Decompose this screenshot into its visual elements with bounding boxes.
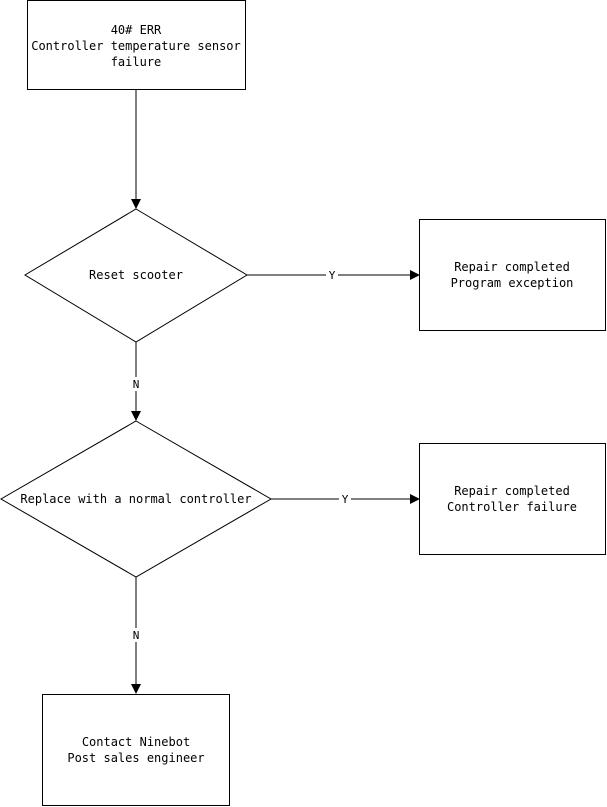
node-result-program-line-2: Program exception: [451, 276, 574, 290]
arrowhead-replace-no: [131, 684, 141, 694]
arrowhead-reset-no: [131, 411, 141, 421]
node-decision-reset-diamond: [24, 208, 248, 343]
node-decision-replace: Replace with a normal controller: [0, 420, 272, 578]
edge-label-bg-reset-no: [129, 377, 143, 391]
node-result-controller-line-1: Repair completed: [454, 484, 570, 498]
node-result-program-box: [419, 219, 606, 331]
node-start-line-1: 40# ERR: [111, 23, 162, 37]
edge-label-reset-no: N: [133, 378, 140, 391]
edge-label-bg-replace-no: [129, 628, 143, 642]
node-result-program: Repair completed Program exception: [419, 219, 606, 331]
node-contact-line-1: Contact Ninebot: [82, 735, 190, 749]
node-decision-reset-line-1: Reset scooter: [89, 268, 183, 282]
edge-label-reset-yes: Y: [329, 269, 336, 282]
arrowhead-start-to-reset: [131, 199, 141, 209]
node-contact-line-2: Post sales engineer: [67, 751, 204, 765]
edge-label-bg-replace-yes: [339, 492, 351, 506]
node-result-controller: Repair completed Controller failure: [419, 443, 606, 555]
arrowhead-replace-yes: [410, 494, 420, 504]
node-decision-replace-line-1: Replace with a normal controller: [20, 492, 251, 506]
edge-label-replace-no: N: [133, 629, 140, 642]
arrowhead-reset-yes: [410, 270, 420, 280]
node-start-line-2: Controller temperature sensor: [31, 39, 241, 53]
node-start-line-3: failure: [111, 55, 162, 69]
node-result-program-line-1: Repair completed: [454, 260, 570, 274]
node-decision-replace-diamond: [0, 420, 272, 578]
node-result-controller-line-2: Controller failure: [447, 500, 577, 514]
node-contact: Contact Ninebot Post sales engineer: [42, 694, 230, 806]
node-start: 40# ERR Controller temperature sensor fa…: [27, 0, 246, 90]
node-contact-box: [42, 694, 230, 806]
edge-label-bg-reset-yes: [326, 268, 338, 282]
node-result-controller-box: [419, 443, 606, 555]
node-start-box: [27, 0, 246, 90]
node-decision-reset: Reset scooter: [24, 208, 248, 343]
edge-label-replace-yes: Y: [342, 493, 349, 506]
